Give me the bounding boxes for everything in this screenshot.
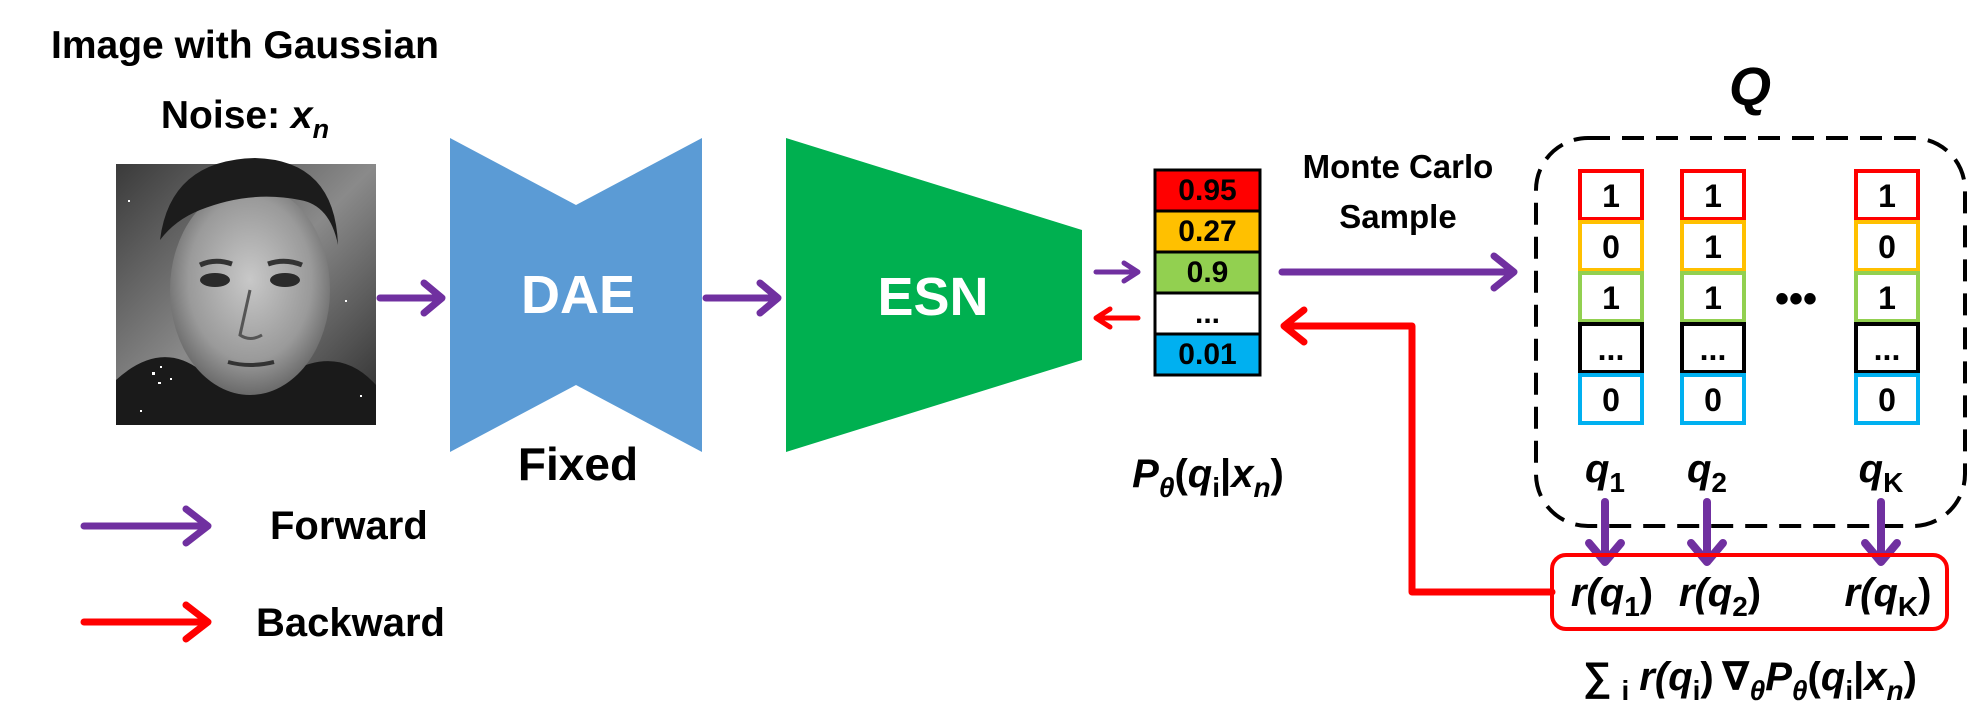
down-arrow-2 [1687,498,1727,566]
q-cell [1680,322,1746,374]
q-cell-value: 1 [1704,280,1722,316]
q-cell-value: 0 [1704,382,1722,418]
q-cell-value: 1 [1602,178,1620,214]
q-cell [1680,220,1746,272]
forward-arrow-esn-to-prob [1093,260,1141,284]
q-cell [1578,271,1644,323]
prob-value: 0.01 [1178,338,1236,371]
backward-arrow-prob-to-esn [1093,306,1141,330]
q-cell [1854,322,1920,374]
legend-backward-arrow [80,601,212,643]
q-cell-value: ... [1874,331,1901,367]
down-arrow-1 [1585,498,1625,566]
q-cell [1578,169,1644,221]
forward-arrow-monte-carlo [1278,252,1518,292]
q-sample-2: 1 1 1... 0 q2 [1680,169,1746,498]
backward-arrow-reward-to-prob [1280,306,1556,596]
legend-backward-label: Backward [256,601,445,645]
q-cell [1854,169,1920,221]
prob-cell [1153,209,1262,254]
q-cell [1680,169,1746,221]
prob-cell [1153,168,1262,213]
probability-vector: 0.95 0.27 0.9... 0.01 [1153,168,1262,377]
legend-forward-arrow [80,505,212,547]
prob-value: ... [1195,297,1220,330]
q-sample-label: qK [1859,447,1904,498]
q-sample-1: 1 0 1... 0 q1 [1578,169,1644,498]
esn-label: ESN [877,267,988,327]
q-cell-value: ... [1598,331,1625,367]
q-cell-value: 0 [1602,382,1620,418]
q-set-title: Q [1729,57,1771,117]
q-cell [1854,220,1920,272]
q-sample-3: 1 0 1... 0 qK [1854,169,1920,498]
dae-label: DAE [521,265,635,325]
q-cell [1578,322,1644,374]
q-cell [1578,220,1644,272]
prob-cell [1153,291,1262,336]
q-cell-value: 1 [1878,178,1896,214]
prob-cell [1153,250,1262,295]
reward-1: r(q1) [1571,571,1653,622]
dae-caption: Fixed [518,438,638,490]
q-cell-value: 1 [1704,178,1722,214]
q-cell-value: 0 [1878,382,1896,418]
noisy-face-image [116,158,376,425]
q-cell [1854,271,1920,323]
monte-carlo-line2: Sample [1339,198,1456,235]
q-cell [1854,373,1920,425]
forward-arrow-dae-to-esn [702,279,782,317]
q-ellipsis: ••• [1775,277,1817,321]
prob-value: 0.27 [1178,215,1236,248]
q-samples: 1 0 1... 0 q1 1 1 1... 0 q2 1 0 1... 0 qK [1578,169,1920,498]
prob-cell [1153,332,1262,377]
down-arrow-3 [1861,498,1901,566]
input-title-line2: Noise: xn [161,94,329,144]
q-cell-value: 1 [1878,280,1896,316]
q-cell-value: 0 [1878,229,1896,265]
forward-arrow-image-to-dae [376,279,446,317]
q-cell-value: ... [1700,331,1727,367]
prob-value: 0.9 [1187,256,1229,289]
q-cell-value: 0 [1602,229,1620,265]
reward-items: r(q1) r(q2) r(qK) [1571,571,1932,622]
monte-carlo-line1: Monte Carlo [1303,148,1494,185]
q-cell [1680,271,1746,323]
q-sample-label: q2 [1687,447,1727,498]
reward-3: r(qK) [1845,571,1932,622]
q-sample-label: q1 [1585,447,1625,498]
dae-block [450,138,702,452]
q-cell [1578,373,1644,425]
reward-2: r(q2) [1679,571,1761,622]
probability-label: Pθ(qi|xn) [1132,452,1284,503]
esn-block [786,138,1082,452]
q-cell-value: 1 [1602,280,1620,316]
q-cell-value: 1 [1704,229,1722,265]
prob-value: 0.95 [1178,174,1236,207]
reward-box [1550,553,1949,631]
q-cell [1680,373,1746,425]
legend-forward-label: Forward [270,504,428,548]
q-set-box [1534,136,1967,528]
input-title-line1: Image with Gaussian [51,24,439,67]
